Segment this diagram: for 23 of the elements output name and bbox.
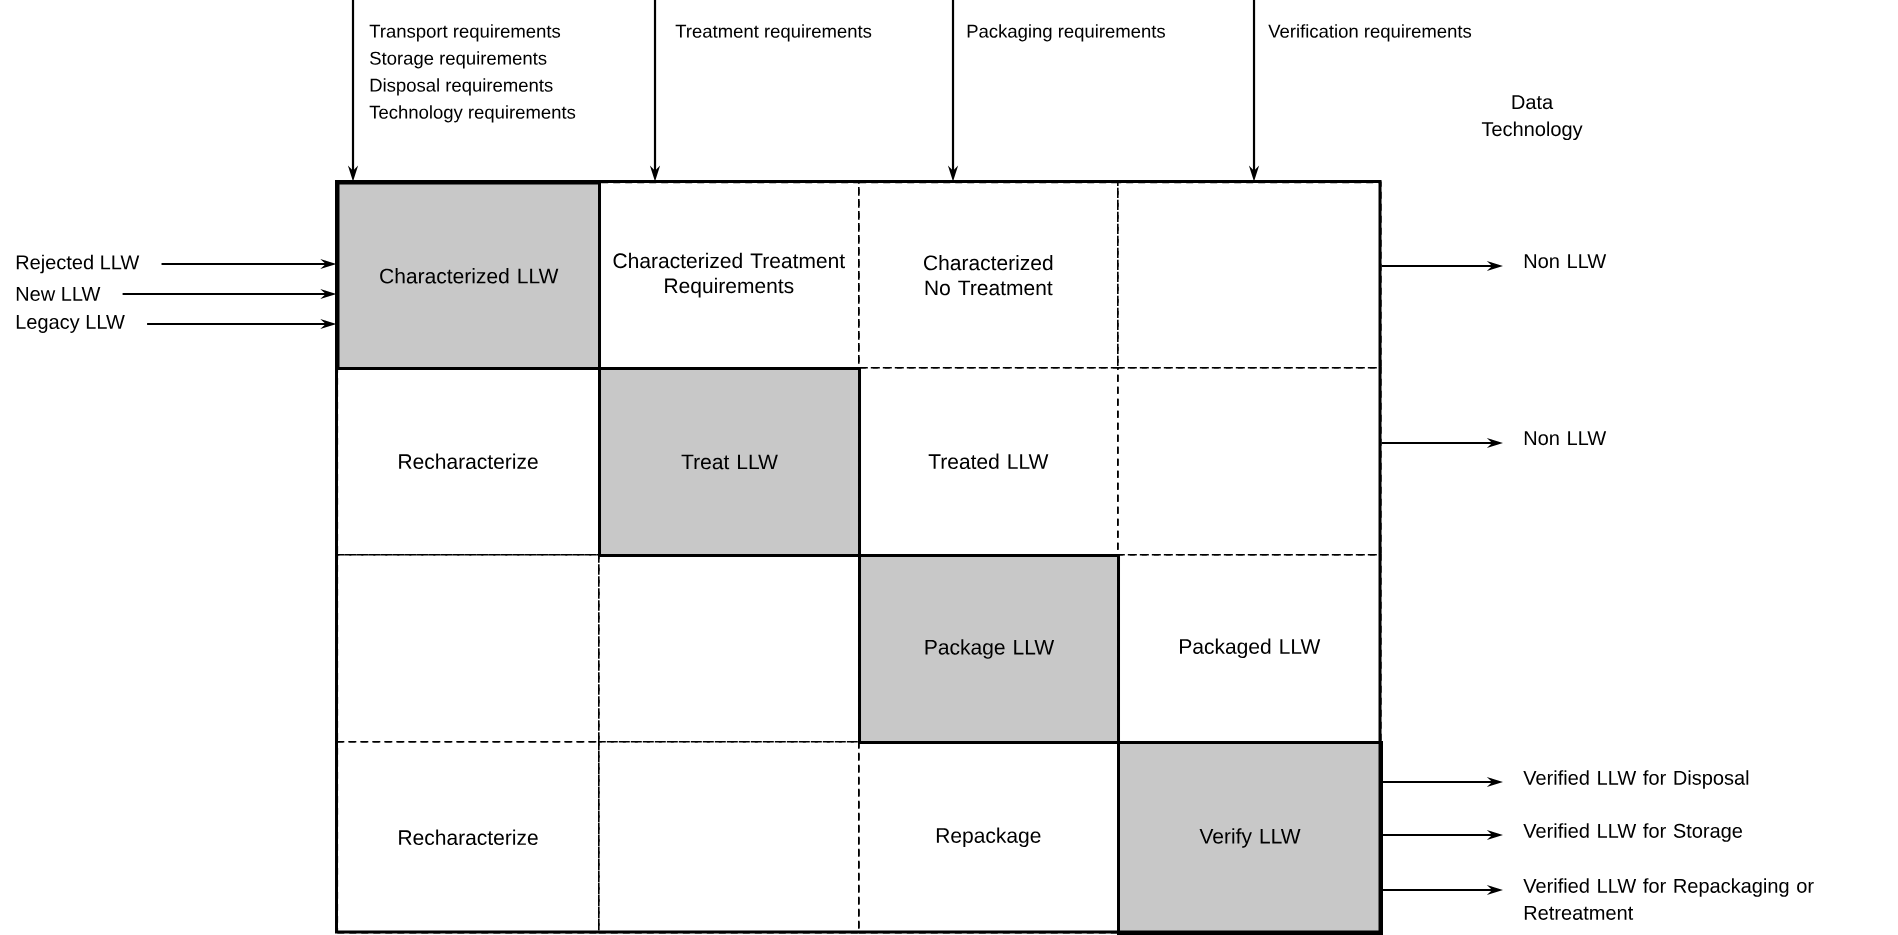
output-label: Verified LLW for Storage xyxy=(1523,823,1742,842)
output-label: Verified LLW for Repackaging or Retreatment xyxy=(1523,878,1814,920)
process-cell: Verify LLW xyxy=(1117,741,1383,935)
empty-cell xyxy=(336,554,600,743)
requirement-label: Transport requirements Storage requirements Disposal requirements Technology requirements xyxy=(369,24,576,123)
matrix-cell: Repackage xyxy=(858,741,1119,934)
requirement-label: Treatment requirements xyxy=(675,24,872,42)
matrix-cell: Recharacterize xyxy=(336,741,600,934)
requirement-label: Packaging requirements xyxy=(967,24,1165,42)
process-cell: Package LLW xyxy=(858,554,1120,744)
matrix-cell: Characterized No Treatment xyxy=(858,181,1119,369)
process-cell: Characterized LLW xyxy=(336,181,601,370)
input-label: Legacy LLW xyxy=(16,315,125,333)
output-label: Non LLW xyxy=(1524,431,1607,446)
empty-cell xyxy=(598,741,860,934)
side-label: Data Technology xyxy=(1481,95,1583,141)
output-label: Non LLW xyxy=(1524,254,1607,269)
process-cell: Treat LLW xyxy=(598,367,861,557)
matrix-cell: Packaged LLW xyxy=(1117,554,1382,743)
input-label: New LLW xyxy=(16,287,101,301)
input-label: Rejected LLW xyxy=(16,254,140,274)
requirement-label: Verification requirements xyxy=(1268,24,1472,42)
output-label: Verified LLW for Disposal xyxy=(1523,770,1749,789)
